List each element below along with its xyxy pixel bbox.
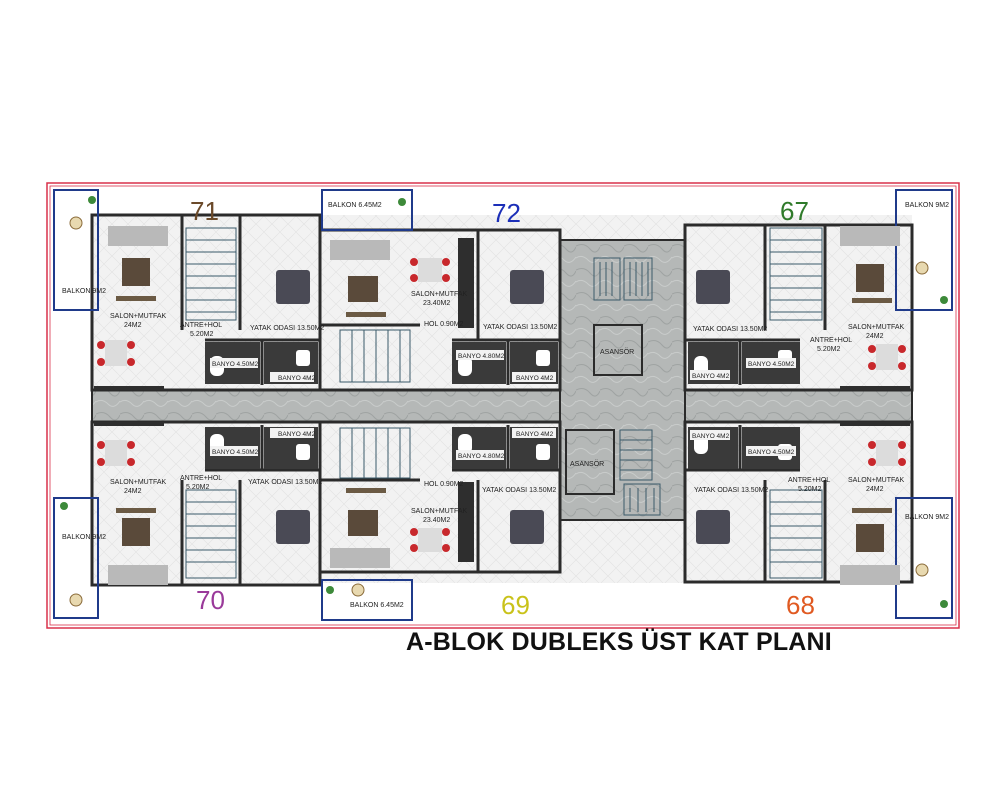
label-salon-70-area: 24M2 [124, 488, 142, 495]
beds [276, 270, 730, 544]
label-salon-70: SALON+MUTFAK [110, 479, 167, 486]
label-banyo480-69: BANYO 4.80M2 [458, 453, 505, 460]
label-banyo450-70: BANYO 4.50M2 [212, 449, 259, 456]
balcony-72 [321, 189, 413, 231]
label-balkon-70: BALKON 9M2 [62, 534, 106, 541]
label-banyo4-71: BANYO 4M2 [278, 375, 316, 382]
label-yatak-69: YATAK ODASI 13.50M2 [482, 487, 556, 494]
label-salon-72-area: 23.40M2 [423, 300, 450, 307]
label-hol-69: HOL 0.90M2 [424, 481, 464, 488]
label-balkon-67: BALKON 9M2 [905, 202, 949, 209]
label-banyo450-67: BANYO 4.50M2 [748, 361, 795, 368]
label-antre-71: ANTRE+HOL [180, 322, 222, 329]
kitchen-counters [94, 238, 910, 562]
label-balkon-71: BALKON 9M2 [62, 288, 106, 295]
unit-stairs [185, 227, 823, 579]
balcony-68 [895, 497, 953, 619]
bed-72 [510, 270, 544, 304]
bed-70 [276, 510, 310, 544]
living-furniture [108, 226, 900, 585]
unit-number-71: 71 [190, 196, 219, 226]
unit-67-walls [683, 223, 914, 392]
label-salon-67: SALON+MUTFAK [848, 324, 905, 331]
unit-69-walls [318, 420, 562, 574]
label-antre-68-area: 5.20M2 [798, 486, 821, 493]
label-salon-71: SALON+MUTFAK [110, 313, 167, 320]
label-balkon-69: BALKON 6.45M2 [350, 602, 404, 609]
unit-number-72: 72 [492, 198, 521, 228]
label-yatak-68: YATAK ODASI 13.50M2 [694, 487, 768, 494]
core-stairs-bottom [619, 429, 661, 516]
label-banyo4-67: BANYO 4M2 [692, 373, 730, 380]
unit-72-walls [318, 228, 562, 392]
unit-number-69: 69 [501, 590, 530, 620]
label-yatak-67: YATAK ODASI 13.50M2 [693, 326, 767, 333]
balcony-71 [53, 189, 99, 311]
label-banyo4-70: BANYO 4M2 [278, 431, 316, 438]
balcony-70 [53, 497, 99, 619]
label-salon-67-area: 24M2 [866, 333, 884, 340]
balcony-69 [321, 579, 413, 621]
elevator-top [593, 324, 643, 376]
unit-68-walls [683, 420, 914, 584]
bed-71 [276, 270, 310, 304]
label-yatak-70: YATAK ODASI 13.50M2 [248, 479, 322, 486]
label-salon-72: SALON+MUTFAK [411, 291, 468, 298]
bed-69 [510, 510, 544, 544]
label-banyo450-68: BANYO 4.50M2 [748, 449, 795, 456]
label-asansor-bottom: ASANSÖR [570, 460, 604, 468]
label-antre-67-area: 5.20M2 [817, 346, 840, 353]
label-balkon-68: BALKON 9M2 [905, 514, 949, 521]
label-antre-71-area: 5.20M2 [190, 331, 213, 338]
plan-title: A-BLOK DUBLEKS ÜST KAT PLANI [406, 628, 832, 656]
bed-67 [696, 270, 730, 304]
balcony-tables [69, 216, 929, 607]
site-border [46, 182, 960, 629]
plants [60, 196, 948, 608]
label-salon-68-area: 24M2 [866, 486, 884, 493]
room-labels: BALKON 9M2 BALKON 6.45M2 BALKON 9M2 BALK… [62, 202, 949, 609]
label-salon-71-area: 24M2 [124, 322, 142, 329]
label-banyo4-68: BANYO 4M2 [692, 433, 730, 440]
label-banyo480-72: BANYO 4.80M2 [458, 353, 505, 360]
balcony-67 [895, 189, 953, 311]
label-yatak-71: YATAK ODASI 13.50M2 [250, 325, 324, 332]
label-salon-69-area: 23.40M2 [423, 517, 450, 524]
unit-number-68: 68 [786, 590, 815, 620]
label-salon-69: SALON+MUTFAK [411, 508, 468, 515]
label-banyo4-69: BANYO 4M2 [516, 431, 554, 438]
corridor [91, 389, 913, 423]
label-antre-70: ANTRE+HOL [180, 475, 222, 482]
elevator-bottom [565, 429, 615, 495]
balconies [53, 189, 953, 621]
label-antre-70-area: 5.20M2 [186, 484, 209, 491]
label-asansor-top: ASANSÖR [600, 348, 634, 356]
label-hol-72: HOL 0.90M2 [424, 321, 464, 328]
label-salon-68: SALON+MUTFAK [848, 477, 905, 484]
core-stairs-top [593, 257, 653, 301]
dining-sets [97, 258, 906, 552]
label-antre-67: ANTRE+HOL [810, 337, 852, 344]
label-banyo450-71: BANYO 4.50M2 [212, 361, 259, 368]
label-antre-68: ANTRE+HOL [788, 477, 830, 484]
site-border-inner [49, 185, 957, 626]
unit-number-67: 67 [780, 196, 809, 226]
label-yatak-72: YATAK ODASI 13.50M2 [483, 324, 557, 331]
bed-68 [696, 510, 730, 544]
label-banyo4-72: BANYO 4M2 [516, 375, 554, 382]
label-balkon-72: BALKON 6.45M2 [328, 202, 382, 209]
unit-number-70: 70 [196, 585, 225, 615]
